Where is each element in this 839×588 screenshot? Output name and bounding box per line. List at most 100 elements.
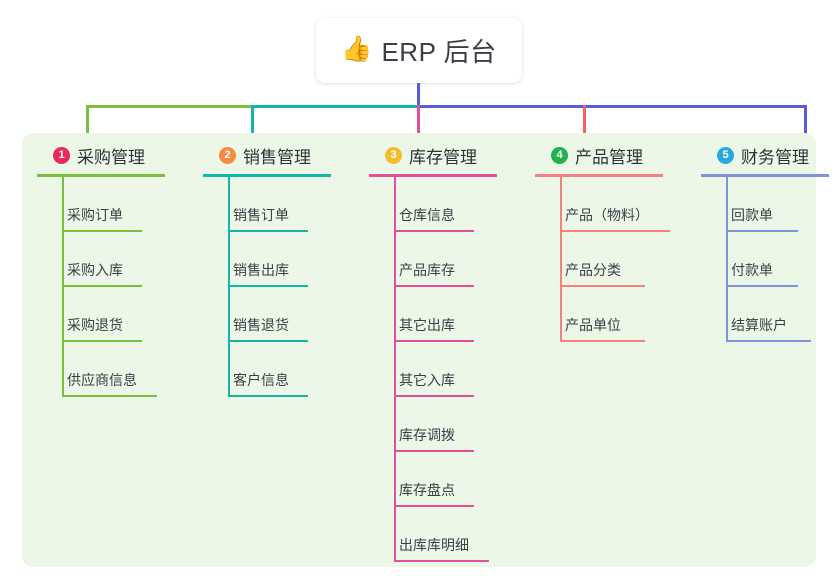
leaf-item-label: 采购订单 <box>67 207 123 223</box>
leaf-item-label: 产品（物料） <box>565 207 649 223</box>
leaf-item[interactable]: 采购退货 <box>37 287 189 342</box>
connector-bus-segment-3 <box>417 105 807 108</box>
branch-badge-2: 2 <box>219 146 236 164</box>
leaf-item-rule <box>394 505 474 507</box>
branch-header-rule-1 <box>37 174 165 177</box>
leaf-item-label: 回款单 <box>731 207 773 223</box>
connector-bus-segment-1 <box>86 105 253 108</box>
leaf-item-rule <box>560 285 645 287</box>
branch-header-rule-5 <box>701 174 829 177</box>
branch-header-rule-2 <box>203 174 331 177</box>
leaf-item[interactable]: 其它入库 <box>369 342 521 397</box>
leaf-item-rule <box>394 395 474 397</box>
branch-title-3: 库存管理 <box>409 147 477 167</box>
leaf-item-rule <box>726 230 798 232</box>
branch-header-rule-4 <box>535 174 663 177</box>
leaf-item[interactable]: 供应商信息 <box>37 342 189 397</box>
branch-badge-1: 1 <box>53 146 70 164</box>
branch-column-5: 5 财务管理回款单付款单结算账户 <box>701 133 839 342</box>
leaf-item-label: 供应商信息 <box>67 372 137 388</box>
connector-bus-segment-2 <box>251 105 419 108</box>
branch-title-5: 财务管理 <box>741 147 809 167</box>
leaf-item[interactable]: 结算账户 <box>701 287 839 342</box>
branch-spine-5 <box>726 177 728 342</box>
connector-stub-1 <box>86 105 89 138</box>
branches-panel: 1 采购管理采购订单采购入库采购退货供应商信息 2 销售管理销售订单销售出库销售退货… <box>22 133 829 567</box>
branch-badge-3: 3 <box>385 146 402 164</box>
leaf-item-rule <box>726 285 798 287</box>
root-node-card[interactable]: 👍 ERP 后台 <box>316 18 522 83</box>
leaf-item-label: 客户信息 <box>233 372 289 388</box>
leaf-item[interactable]: 出库库明细 <box>369 507 521 562</box>
leaf-item-label: 库存调拨 <box>399 427 455 443</box>
leaf-item[interactable]: 产品分类 <box>535 232 695 287</box>
connector-stub-2 <box>251 105 254 138</box>
leaf-item-label: 出库库明细 <box>399 537 469 553</box>
leaf-item-rule <box>394 230 474 232</box>
branch-column-3: 3 库存管理仓库信息产品库存其它出库其它入库库存调拨库存盘点出库库明细 <box>369 133 521 562</box>
branch-spine-1 <box>62 177 64 397</box>
branch-header-3[interactable]: 3 库存管理 <box>369 133 521 177</box>
leaf-item-rule <box>726 340 811 342</box>
branch-header-5[interactable]: 5 财务管理 <box>701 133 839 177</box>
branch-badge-5: 5 <box>717 146 734 164</box>
branch-title-4: 产品管理 <box>575 147 643 167</box>
branch-header-2[interactable]: 2 销售管理 <box>203 133 355 177</box>
branch-spine-3 <box>394 177 396 562</box>
leaf-item[interactable]: 回款单 <box>701 177 839 232</box>
leaf-item-rule <box>62 285 142 287</box>
leaf-item-label: 产品单位 <box>565 317 621 333</box>
leaf-item[interactable]: 销售订单 <box>203 177 355 232</box>
leaf-item-label: 付款单 <box>731 262 773 278</box>
leaf-item-label: 其它出库 <box>399 317 455 333</box>
leaf-item-rule <box>560 230 670 232</box>
leaf-item-label: 销售订单 <box>233 207 289 223</box>
leaf-item[interactable]: 采购订单 <box>37 177 189 232</box>
connector-stub-5 <box>804 105 807 138</box>
leaf-item[interactable]: 仓库信息 <box>369 177 521 232</box>
branch-title-1: 采购管理 <box>77 147 145 167</box>
branch-header-rule-3 <box>369 174 497 177</box>
leaf-item-rule <box>394 450 474 452</box>
leaf-item[interactable]: 付款单 <box>701 232 839 287</box>
leaf-item-label: 其它入库 <box>399 372 455 388</box>
leaf-item[interactable]: 客户信息 <box>203 342 355 397</box>
leaf-item-rule <box>228 340 308 342</box>
branch-column-1: 1 采购管理采购订单采购入库采购退货供应商信息 <box>37 133 189 397</box>
leaf-item-rule <box>62 395 157 397</box>
leaf-item[interactable]: 其它出库 <box>369 287 521 342</box>
branch-column-2: 2 销售管理销售订单销售出库销售退货客户信息 <box>203 133 355 397</box>
leaf-item-rule <box>228 285 308 287</box>
leaf-item-rule <box>62 230 142 232</box>
leaf-item-label: 采购入库 <box>67 262 123 278</box>
leaf-item[interactable]: 库存调拨 <box>369 397 521 452</box>
branch-spine-2 <box>228 177 230 397</box>
branch-column-4: 4 产品管理产品（物料） 产品分类产品单位 <box>535 133 695 342</box>
leaf-item-rule <box>394 340 474 342</box>
root-connector-stem <box>417 83 420 107</box>
leaf-item[interactable]: 产品单位 <box>535 287 695 342</box>
leaf-item[interactable]: 销售出库 <box>203 232 355 287</box>
leaf-item-label: 库存盘点 <box>399 482 455 498</box>
leaf-item[interactable]: 库存盘点 <box>369 452 521 507</box>
leaf-item-label: 产品分类 <box>565 262 621 278</box>
leaf-item-rule <box>394 560 489 562</box>
leaf-item-label: 采购退货 <box>67 317 123 333</box>
branch-title-2: 销售管理 <box>243 147 311 167</box>
connector-stub-3 <box>417 105 420 138</box>
leaf-item-rule <box>394 285 474 287</box>
leaf-item[interactable]: 销售退货 <box>203 287 355 342</box>
leaf-item[interactable]: 产品库存 <box>369 232 521 287</box>
leaf-item-rule <box>228 395 308 397</box>
leaf-item[interactable]: 产品（物料） <box>535 177 695 232</box>
branch-header-4[interactable]: 4 产品管理 <box>535 133 695 177</box>
branch-badge-4: 4 <box>551 146 568 164</box>
thumbs-up-icon: 👍 <box>341 35 373 63</box>
leaf-item[interactable]: 采购入库 <box>37 232 189 287</box>
branch-spine-4 <box>560 177 562 342</box>
root-node-content: 👍 ERP 后台 <box>341 32 496 69</box>
branch-header-1[interactable]: 1 采购管理 <box>37 133 189 177</box>
leaf-item-label: 销售退货 <box>233 317 289 333</box>
leaf-item-rule <box>62 340 142 342</box>
